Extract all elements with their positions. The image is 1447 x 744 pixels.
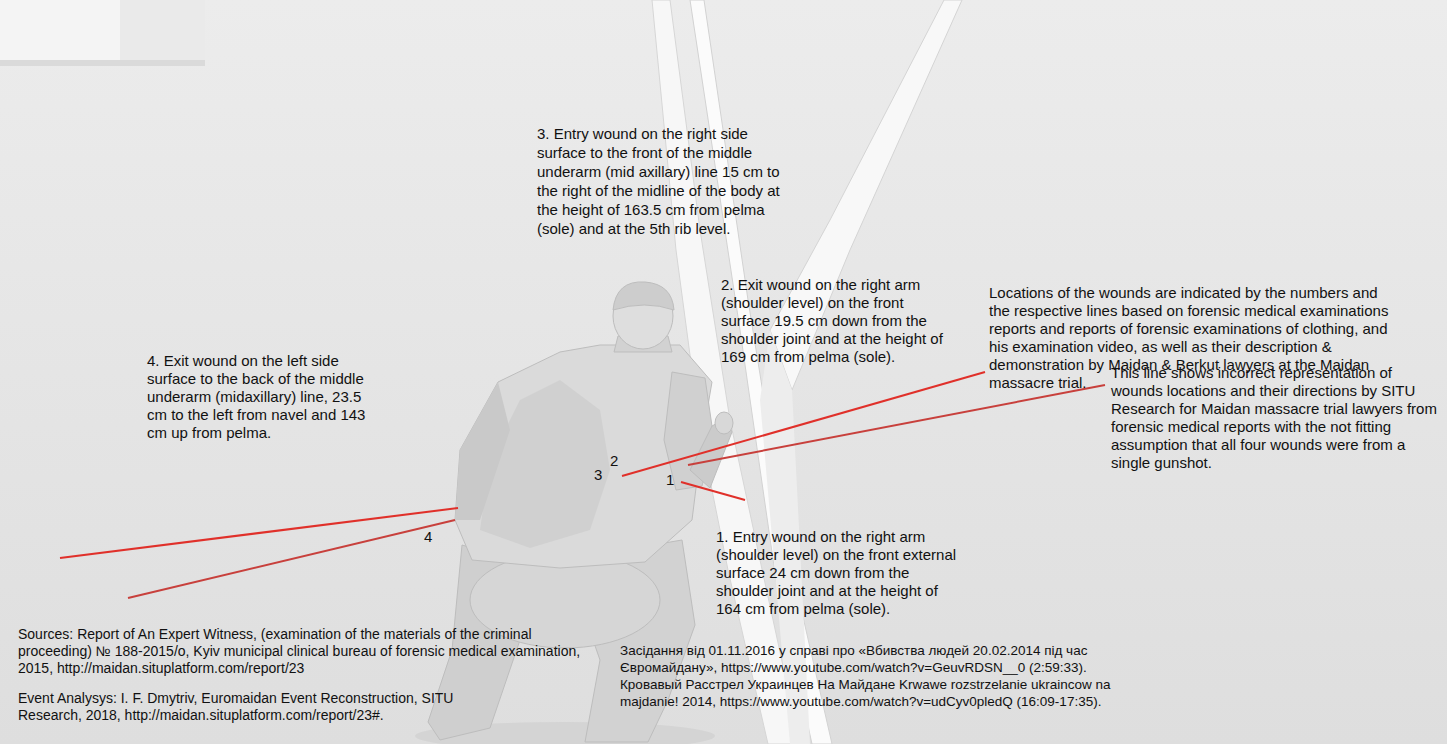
wound-annotation: 4. Exit wound on the left side surface t… bbox=[147, 352, 382, 442]
wound-annotation: 2. Exit wound on the right arm (shoulder… bbox=[721, 276, 953, 366]
callout-number: 4 bbox=[424, 528, 432, 546]
source-citation: Кровавый Расстрел Украинцев На Майдане K… bbox=[620, 676, 1120, 710]
trajectory-lines bbox=[60, 372, 1105, 598]
wound-annotation: 3. Entry wound on the right side surface… bbox=[537, 124, 782, 238]
callout-number: 1 bbox=[666, 471, 674, 489]
wall-block bbox=[0, 0, 205, 66]
source-citation: Event Analysys: I. F. Dmytriv, Euromaida… bbox=[18, 690, 498, 724]
wound-annotation: 1. Entry wound on the right arm (shoulde… bbox=[716, 528, 966, 618]
callout-number: 2 bbox=[610, 452, 618, 470]
line-note: This line shows incorrect representation… bbox=[1111, 364, 1441, 472]
source-citation: Засідання від 01.11.2016 у справі про «В… bbox=[620, 642, 1120, 676]
callout-number: 3 bbox=[594, 466, 602, 484]
source-citation: Sources: Report of An Expert Witness, (e… bbox=[18, 626, 608, 677]
